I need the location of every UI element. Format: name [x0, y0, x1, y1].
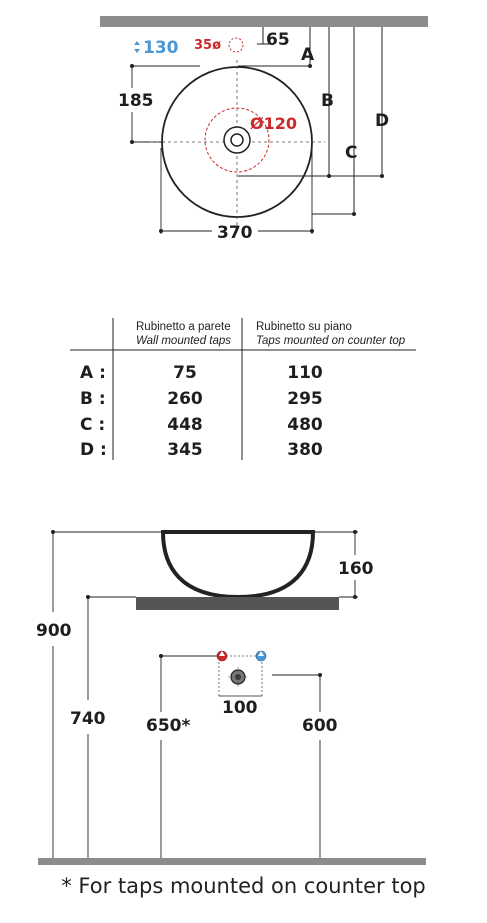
- counter-height-label: 740: [70, 709, 106, 729]
- blue-dim-label: 130: [143, 38, 179, 58]
- cell-d-counter: 380: [287, 440, 323, 460]
- countertop: [136, 597, 339, 610]
- cell-a-wall: 75: [173, 363, 197, 383]
- cell-b-wall: 260: [167, 389, 203, 409]
- dot-600-top: [318, 673, 322, 677]
- bowl-height-label: 160: [338, 559, 374, 579]
- wall-bar: [100, 16, 428, 27]
- width-dim-label: 370: [217, 223, 253, 243]
- side-view: 900 740 160 650*: [36, 530, 426, 865]
- dimension-table: Rubinetto a parete Wall mounted taps Rub…: [70, 318, 416, 460]
- dot-185-bottom: [130, 140, 134, 144]
- bowl-side-profile: [160, 530, 316, 600]
- row-label-b: B :: [80, 389, 106, 409]
- dot-740-top: [86, 595, 90, 599]
- dot-185-top: [130, 64, 134, 68]
- dot-650-top: [159, 654, 163, 658]
- col2-header-it: Rubinetto su piano: [256, 321, 352, 333]
- footnote: * For taps mounted on counter top: [61, 874, 426, 898]
- cell-c-wall: 448: [167, 415, 203, 435]
- drain-inner-icon: [230, 133, 244, 147]
- cell-d-wall: 345: [167, 440, 203, 460]
- letter-a: A: [301, 45, 315, 65]
- col2-header-en: Taps mounted on counter top: [256, 335, 406, 347]
- tap-hole-icon: [228, 37, 244, 53]
- cell-b-counter: 295: [287, 389, 323, 409]
- total-height-label: 900: [36, 621, 72, 641]
- letter-d: D: [375, 111, 389, 131]
- hot-tap-icon: [216, 650, 228, 662]
- tap-height-label: 650*: [146, 716, 190, 736]
- blue-updown-arrow-icon: [134, 41, 140, 53]
- cell-c-counter: 480: [287, 415, 323, 435]
- row-label-d: D :: [80, 440, 107, 460]
- offset-dim-label: 65: [266, 30, 290, 50]
- drain-height-label: 600: [302, 716, 338, 736]
- depth-dim-label: 185: [118, 91, 154, 111]
- row-label-c: C :: [80, 415, 105, 435]
- red-circle-dim-label: Ø120: [250, 114, 297, 133]
- row-label-a: A :: [80, 363, 106, 383]
- top-view: 130 35ø 65 185 Ø120 370 A B C D: [100, 16, 428, 243]
- floor-bar: [38, 858, 426, 865]
- tap-spacing-label: 100: [222, 698, 258, 718]
- cold-tap-icon: [255, 650, 267, 662]
- dot-160-top: [353, 530, 357, 534]
- col1-header-it: Rubinetto a parete: [136, 321, 231, 333]
- drain-pipe-core-icon: [235, 674, 241, 680]
- dot-160-bottom: [353, 595, 357, 599]
- letter-c: C: [345, 143, 357, 163]
- col1-header-en: Wall mounted taps: [136, 335, 231, 347]
- red-circle-120: [204, 107, 270, 173]
- letter-b: B: [321, 91, 334, 111]
- dot-900-top: [51, 530, 55, 534]
- drain-outer-icon: [223, 126, 251, 154]
- red-dim-label: 35ø: [194, 38, 221, 53]
- dot-370-left: [159, 229, 163, 233]
- cell-a-counter: 110: [287, 363, 323, 383]
- dot-370-right: [310, 229, 314, 233]
